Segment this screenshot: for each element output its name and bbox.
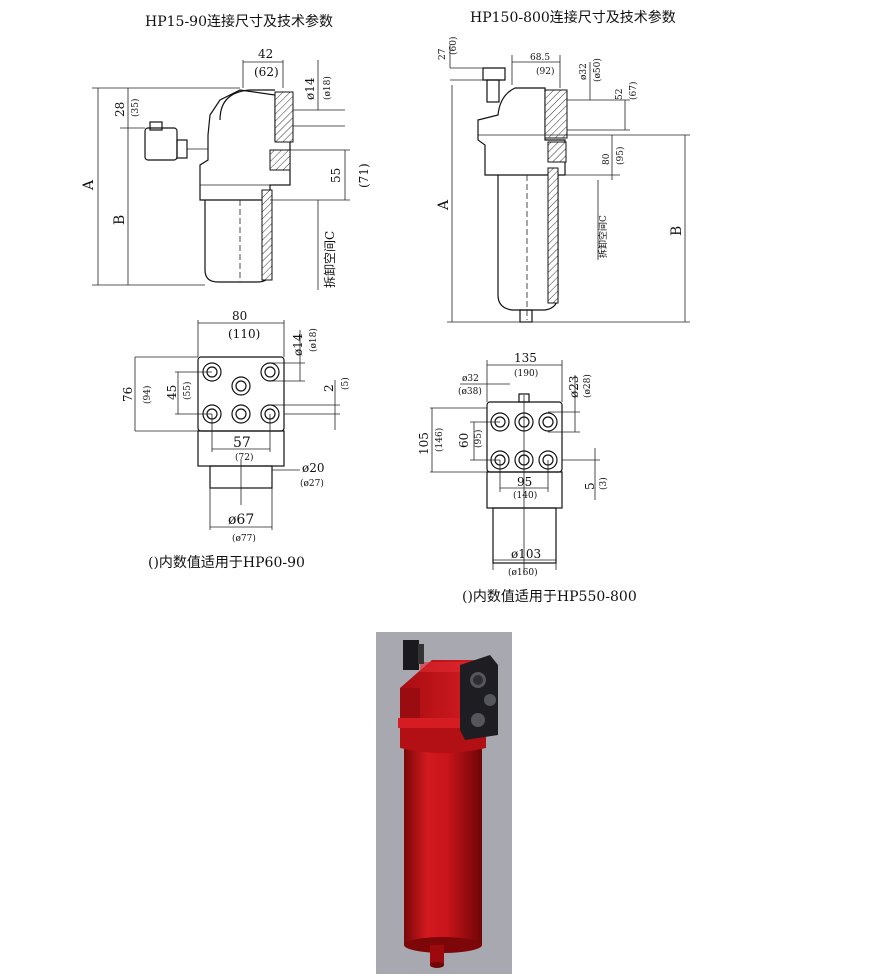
dim-rb-135: 135 [514, 351, 537, 365]
dim-lb-80: 80 [232, 309, 247, 323]
left-side-view: 42 (62) ø14 (ø18) A B 28 (35) 55 (71) 拆卸… [81, 47, 371, 290]
dim-right-A: A [436, 199, 452, 211]
dim-rb-d103: ø103 [511, 547, 541, 561]
dim-lb-d27: (ø27) [300, 478, 324, 489]
dim-lb-94: (94) [142, 386, 153, 404]
dim-right-80: 80 [602, 153, 612, 165]
dim-rb-d32: ø32 [462, 374, 479, 384]
dim-left-42: 42 [258, 47, 273, 61]
dim-lb-d20: ø20 [302, 461, 325, 475]
dim-left-28: 28 [113, 102, 127, 117]
dim-lb-57: 57 [233, 435, 251, 451]
title-right: HP150-800连接尺寸及技术参数 [470, 9, 676, 26]
dim-rb-190: (190) [514, 368, 538, 379]
dim-rb-3: (3) [598, 477, 609, 490]
dim-right-d50: (ø50) [592, 58, 603, 82]
dim-rb-95: 95 [517, 475, 532, 489]
dim-left-71: (71) [357, 163, 371, 188]
dim-right-27: 27 [438, 48, 448, 60]
dim-rb-5: 5 [583, 482, 597, 490]
dim-rb-d160: (ø160) [508, 567, 538, 578]
dim-rb-146: (146) [434, 428, 445, 452]
dim-right-removal: 拆卸空间C [597, 215, 609, 258]
dim-rb-105: 105 [417, 432, 431, 455]
dim-rb-d23: ø23 [567, 376, 581, 399]
right-side-view: 27 (60) 68.5 (92) ø32 (ø50) 52 (67) 80 (… [436, 37, 690, 323]
dim-lb-2: 2 [322, 384, 336, 392]
dim-lb-110: (110) [228, 327, 260, 341]
dim-rb-d28: (ø28) [582, 374, 593, 398]
dim-right-67: (67) [628, 82, 639, 100]
dim-lb-d18: (ø18) [308, 328, 319, 352]
dim-lb-72: (72) [235, 452, 253, 463]
dim-right-d32: ø32 [579, 63, 589, 80]
dim-left-A: A [81, 179, 97, 191]
dim-right-92: (92) [536, 66, 554, 77]
dim-left-B: B [112, 215, 128, 225]
dim-left-55: 55 [329, 168, 343, 183]
dim-lb-d14: ø14 [291, 333, 305, 356]
dim-rb-95v: (95) [473, 430, 484, 448]
dim-rb-60: 60 [457, 433, 471, 448]
dim-rb-140: (140) [513, 490, 537, 501]
dim-lb-76: 76 [121, 387, 135, 402]
title-left: HP15-90连接尺寸及技术参数 [145, 13, 333, 30]
dim-rb-d38: (ø38) [458, 386, 482, 397]
note-right: ()内数值适用于HP550-800 [462, 589, 637, 605]
dim-left-35: (35) [130, 99, 141, 117]
right-bottom-view: 135 (190) ø32 (ø38) ø23 (ø28) 105 (146) … [417, 351, 637, 605]
dim-right-68: 68.5 [530, 53, 550, 63]
left-bottom-view: 80 (110) ø14 (ø18) 76 (94) 45 (55) 2 (5)… [121, 309, 351, 571]
dim-left-removal: 拆卸空间C [322, 231, 337, 288]
filter-render [376, 632, 512, 974]
dim-lb-d67: ø67 [228, 512, 254, 528]
dim-lb-d77: (ø77) [232, 533, 256, 544]
note-left: ()内数值适用于HP60-90 [148, 555, 305, 571]
dim-right-52: 52 [615, 89, 625, 100]
dim-right-60: (60) [448, 37, 459, 55]
dim-left-62: (62) [254, 65, 279, 79]
dim-right-95: (95) [615, 147, 626, 165]
dim-lb-55: (55) [182, 382, 193, 400]
dim-lb-45: 45 [165, 385, 179, 400]
dim-left-d14: ø14 [303, 77, 317, 100]
dim-left-d18: (ø18) [322, 76, 333, 100]
dim-right-B: B [669, 226, 685, 236]
dim-lb-5: (5) [340, 377, 351, 390]
